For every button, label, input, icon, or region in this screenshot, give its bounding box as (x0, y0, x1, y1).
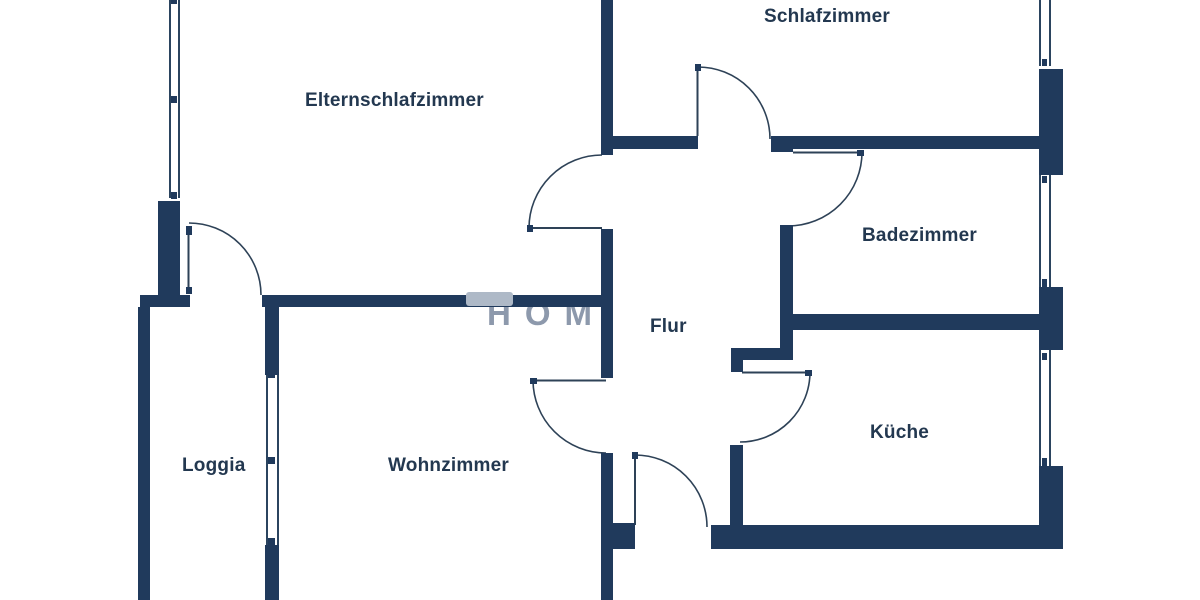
room-label-wohnzimmer: Wohnzimmer (388, 455, 509, 476)
wall-segment (731, 360, 743, 372)
window-line (178, 0, 180, 198)
wall-segment (262, 295, 613, 307)
door-elternschlafzimmer-arc (528, 154, 603, 229)
wall-segment (711, 525, 1063, 549)
door-badezimmer-stop (857, 149, 864, 156)
door-entrance-stop (632, 452, 638, 459)
room-label-badezimmer: Badezimmer (862, 225, 977, 246)
window-line (1039, 350, 1041, 466)
window-tick (1042, 59, 1047, 66)
door-kueche-stop (805, 369, 812, 376)
room-label-schlafzimmer: Schlafzimmer (764, 6, 890, 27)
room-label-kueche: Küche (870, 422, 930, 443)
window-tick (268, 538, 275, 545)
door-kueche-arc (739, 371, 811, 443)
window-tick (1042, 458, 1047, 466)
room-label-elternschlafzimmer: Elternschlafzimmer (305, 90, 484, 111)
room-label-flur: Flur (650, 316, 687, 337)
window-line (1048, 175, 1051, 287)
wall-segment (1039, 69, 1063, 175)
wall-segment (612, 136, 698, 149)
window-tick (1042, 279, 1047, 287)
wall-segment (613, 523, 635, 549)
door-loggia-stop (185, 287, 192, 294)
wall-segment (138, 307, 150, 600)
window-tick (171, 0, 177, 4)
window-line (277, 375, 279, 545)
watermark-logo-block (466, 292, 513, 306)
wall-segment (730, 445, 743, 527)
window-line (168, 0, 171, 198)
wall-segment (793, 314, 1039, 330)
window-line (1039, 0, 1041, 66)
window-tick (1042, 176, 1047, 183)
door-schlafzimmer-stop (694, 64, 701, 71)
door-loggia-arc (188, 222, 262, 296)
door-schlafzimmer-arc (697, 66, 771, 140)
door-elternschlafzimmer-stop (527, 224, 533, 232)
window-line (1039, 175, 1041, 287)
wall-segment (731, 348, 793, 360)
window-line (265, 375, 268, 545)
door-loggia-stop (185, 226, 192, 235)
wall-segment (158, 201, 180, 305)
window-tick (1042, 353, 1047, 360)
window-tick (268, 457, 275, 464)
window-tick (171, 192, 177, 199)
door-badezimmer-arc (787, 151, 863, 227)
window-line (1048, 350, 1051, 466)
wall-segment (771, 136, 1039, 149)
wall-segment (771, 143, 793, 152)
window-tick (171, 96, 177, 103)
wall-segment (265, 545, 279, 600)
wall-segment (601, 0, 613, 155)
wall-segment (780, 225, 793, 360)
wall-segment (601, 453, 613, 600)
wall-segment (265, 307, 279, 375)
room-label-loggia: Loggia (182, 455, 246, 476)
door-entrance-arc (634, 454, 708, 528)
wall-segment (1039, 466, 1063, 549)
door-wohnzimmer-stop (530, 377, 537, 384)
wall-segment (1039, 287, 1063, 350)
window-tick (268, 371, 275, 378)
door-wohnzimmer-arc (532, 379, 607, 454)
window-line (1048, 0, 1051, 66)
